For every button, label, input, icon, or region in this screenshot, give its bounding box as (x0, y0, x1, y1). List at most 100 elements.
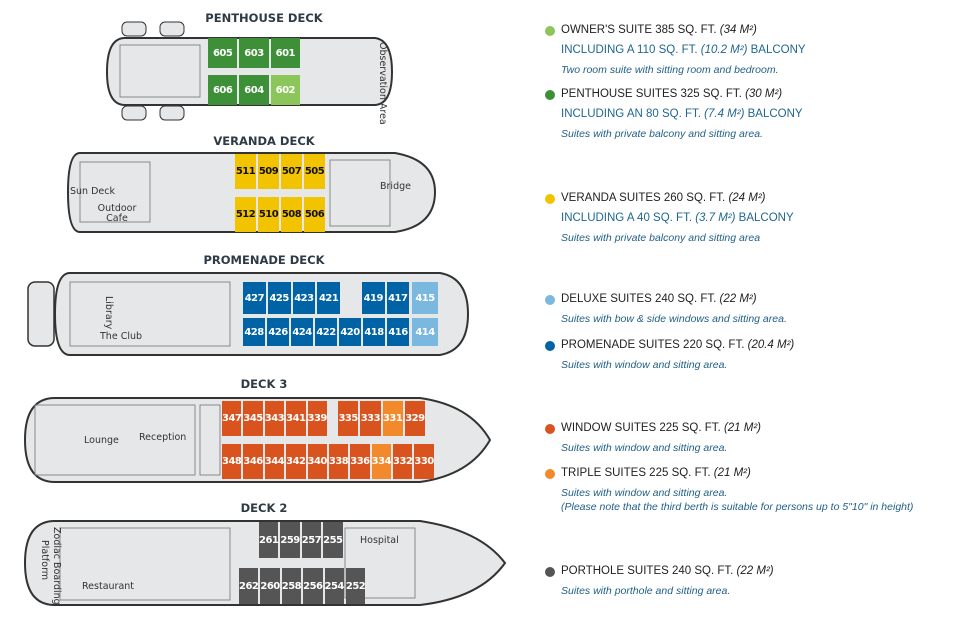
cabin-331[interactable]: 331 (382, 401, 403, 436)
deck-title-deck-3: DECK 3 (240, 377, 288, 391)
legend-balcony: INCLUDING A 110 SQ. FT. (10.2 M²) BALCON… (561, 44, 806, 56)
cabin-252[interactable]: 252 (345, 568, 366, 604)
cabin-601[interactable]: 601 (270, 38, 300, 68)
cabin-259[interactable]: 259 (280, 522, 300, 558)
cabin-344[interactable]: 344 (264, 444, 285, 479)
label-the-club: The Club (100, 331, 143, 342)
legend-balcony: INCLUDING AN 80 SQ. FT. (7.4 M²) BALCONY (561, 108, 803, 120)
cabin-345[interactable]: 345 (243, 401, 263, 436)
cabin-606[interactable]: 606 (208, 75, 238, 105)
cabin-256[interactable]: 256 (303, 568, 323, 604)
cabin-604[interactable]: 604 (239, 75, 269, 105)
cabin-416[interactable]: 416 (387, 318, 409, 346)
legend-dot-icon (545, 90, 555, 100)
label-platform: Platform (39, 540, 50, 581)
cabin-512[interactable]: 512 (235, 197, 256, 232)
label-observation-area: Observation Area (377, 42, 388, 125)
cabin-348[interactable]: 348 (222, 444, 242, 479)
cabin-511[interactable]: 511 (235, 154, 256, 189)
legend-heading: PORTHOLE SUITES 240 SQ. FT. (22 M²) (561, 565, 774, 577)
cabin-427[interactable]: 427 (243, 282, 266, 314)
cabin-507[interactable]: 507 (281, 154, 302, 189)
cabin-428[interactable]: 428 (243, 318, 265, 346)
cabin-415[interactable]: 415 (412, 282, 438, 314)
legend-description: Suites with porthole and sitting area. (561, 585, 731, 597)
cabin-339[interactable]: 339 (307, 401, 327, 436)
cabin-261[interactable]: 261 (259, 522, 279, 558)
label-zodiac-boarding: Zodiac Boarding (51, 527, 62, 605)
cabin-262[interactable]: 262 (239, 568, 259, 604)
cabin-342[interactable]: 342 (286, 444, 306, 479)
cabin-508[interactable]: 508 (281, 197, 302, 232)
label-sun-deck: Sun Deck (70, 186, 115, 197)
cabin-509[interactable]: 509 (258, 154, 279, 189)
cabin-420[interactable]: 420 (339, 318, 361, 346)
deck-title-deck-2: DECK 2 (240, 501, 288, 515)
deck-2-hull (23, 520, 507, 606)
promenade-bottom-deluxe: 414 (412, 318, 438, 346)
promenade-top-deluxe: 415 (412, 282, 438, 314)
cabin-338[interactable]: 338 (328, 444, 349, 479)
legend-heading: VERANDA SUITES 260 SQ. FT. (24 M²) (561, 192, 766, 204)
cabin-341[interactable]: 341 (286, 401, 306, 436)
cabin-423[interactable]: 423 (292, 282, 316, 314)
label-bridge: Bridge (380, 181, 411, 192)
cabin-254[interactable]: 254 (324, 568, 344, 604)
cabin-603[interactable]: 603 (239, 38, 269, 68)
cabin-343[interactable]: 343 (264, 401, 285, 436)
cabin-505[interactable]: 505 (304, 154, 325, 189)
cabin-506[interactable]: 506 (304, 197, 325, 232)
cabin-421[interactable]: 421 (317, 282, 340, 314)
legend-heading: PROMENADE SUITES 220 SQ. FT. (20.4 M²) (561, 339, 795, 351)
cabin-424[interactable]: 424 (291, 318, 313, 346)
deck-title-promenade: PROMENADE DECK (203, 253, 325, 267)
cabin-333[interactable]: 333 (360, 401, 381, 436)
legend-heading: WINDOW SUITES 225 SQ. FT. (21 M²) (561, 422, 762, 434)
legend-heading: OWNER'S SUITE 385 SQ. FT. (34 M²) (561, 24, 757, 36)
cabin-426[interactable]: 426 (267, 318, 289, 346)
deck-title-veranda: VERANDA DECK (213, 134, 315, 148)
cabin-260[interactable]: 260 (260, 568, 280, 604)
legend-heading: PENTHOUSE SUITES 325 SQ. FT. (30 M²) (561, 88, 783, 100)
cabin-422[interactable]: 422 (315, 318, 337, 346)
label-reception: Reception (139, 432, 187, 443)
cabin-330[interactable]: 330 (414, 444, 434, 479)
legend-description: Suites with window and sitting area. (561, 359, 728, 371)
legend-dot-icon (545, 567, 555, 577)
cabin-419[interactable]: 419 (362, 282, 385, 314)
cabin-334[interactable]: 334 (371, 444, 392, 479)
cabin-347[interactable]: 347 (222, 401, 242, 436)
penthouse-deck-hull (105, 37, 394, 106)
cabin-417[interactable]: 417 (386, 282, 409, 314)
cabin-335[interactable]: 335 (338, 401, 358, 436)
cabin-414[interactable]: 414 (412, 318, 438, 346)
cabin-605[interactable]: 605 (208, 38, 238, 68)
legend-dot-icon (545, 469, 555, 479)
cabin-425[interactable]: 425 (267, 282, 291, 314)
cabin-510[interactable]: 510 (258, 197, 279, 232)
cabin-258[interactable]: 258 (281, 568, 302, 604)
cabin-418[interactable]: 418 (363, 318, 385, 346)
cabin-257[interactable]: 257 (301, 522, 322, 558)
cabin-346[interactable]: 346 (243, 444, 263, 479)
cabin-332[interactable]: 332 (393, 444, 413, 479)
legend-dot-icon (545, 26, 555, 36)
cabin-255[interactable]: 255 (323, 522, 343, 558)
cabin-340[interactable]: 340 (307, 444, 327, 479)
legend-description: Suites with bow & side windows and sitti… (561, 313, 787, 325)
cabin-602[interactable]: 602 (270, 75, 300, 105)
legend-dot-icon (545, 295, 555, 305)
cabin-329[interactable]: 329 (404, 401, 425, 436)
cabin-336[interactable]: 336 (350, 444, 370, 479)
